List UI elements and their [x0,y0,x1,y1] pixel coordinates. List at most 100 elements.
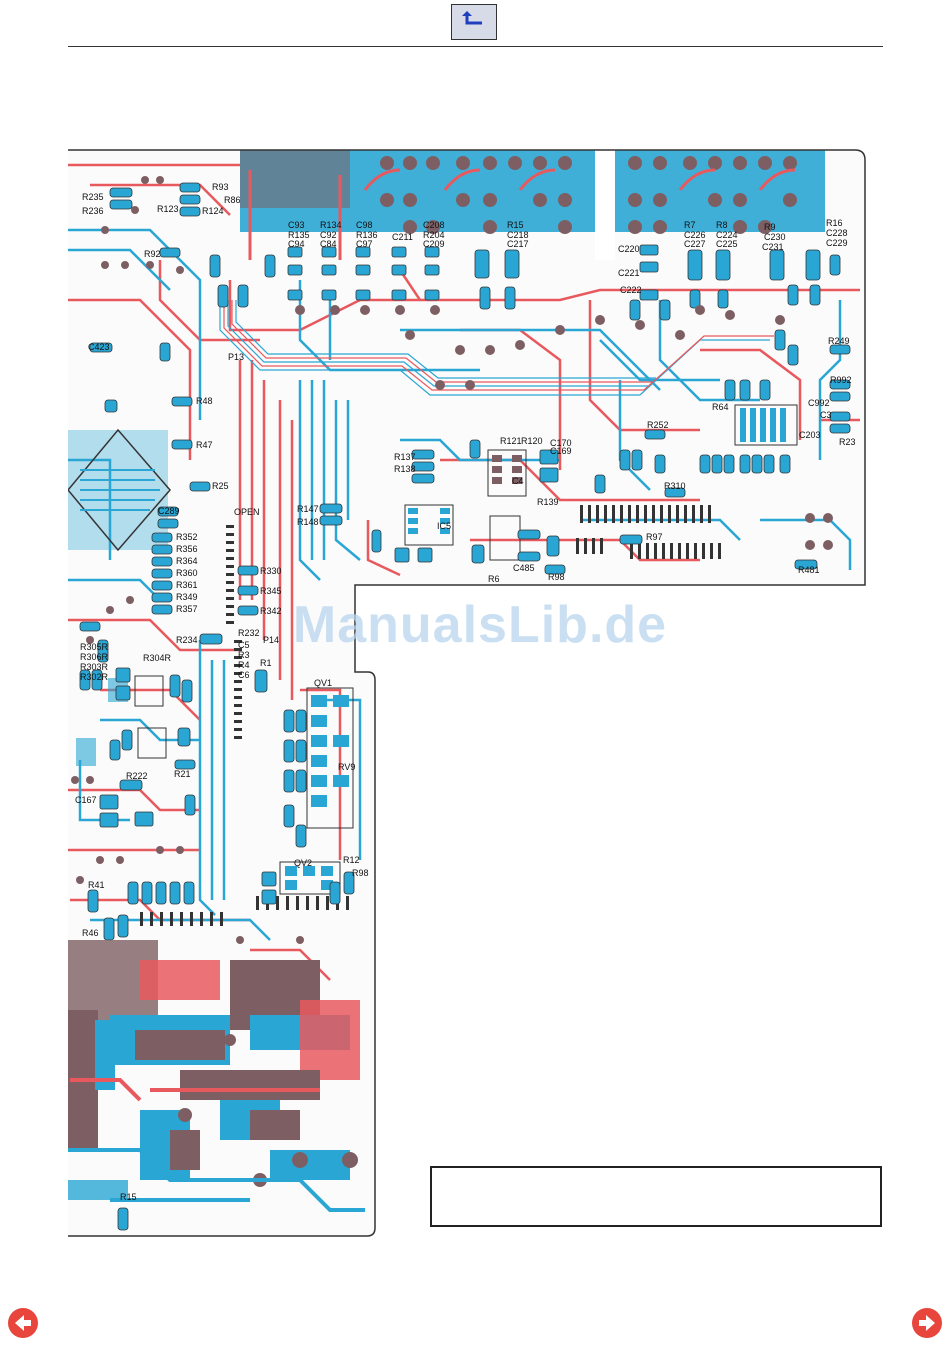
label-c289: C289 [158,506,180,516]
label-c4: C4 [512,476,524,486]
label-r992: R992 [830,375,852,385]
label-r6: R6 [488,574,500,584]
label-r360: R360 [176,568,198,578]
label-r357: R357 [176,604,198,614]
label-r93: R93 [212,182,229,192]
label-r364: R364 [176,556,198,566]
arrow-right-circle-icon [910,1308,944,1344]
label-c225: C225 [716,239,738,249]
label-c229: C229 [826,238,848,248]
label-c209: C209 [423,239,445,249]
label-r12: R12 [343,855,360,865]
label-r302r: R302R [80,672,109,682]
label-qv2: QV2 [294,858,312,868]
label-c423: C423 [88,342,110,352]
label-r148: R148 [297,517,319,527]
prev-page-button[interactable] [6,1306,40,1340]
label-r21: R21 [174,769,191,779]
caption-box [430,1166,882,1227]
label-r1: R1 [260,658,272,668]
label-c97: C97 [356,239,373,249]
label-r252: R252 [647,420,669,430]
label-r204: R204 [423,230,445,240]
label-r330: R330 [260,566,282,576]
label-rv9: RV9 [338,762,355,772]
label-c208: C208 [423,220,445,230]
label-r481: R481 [798,565,820,575]
label-r7: R7 [684,220,696,230]
label-r8: R8 [716,220,728,230]
header-rule [68,46,883,47]
label-c5: C5 [238,640,250,650]
label-r356: R356 [176,544,198,554]
next-page-button[interactable] [910,1306,944,1340]
back-button[interactable] [451,4,497,40]
label-r3: R3 [238,650,250,660]
label-r234: R234 [176,635,198,645]
label-c217: C217 [507,239,529,249]
label-r47: R47 [196,440,213,450]
label-r138: R138 [394,464,416,474]
label-r25: R25 [212,481,229,491]
label-c228: C228 [826,228,848,238]
label-r86: R86 [224,195,241,205]
label-c167: C167 [75,795,97,805]
label-c3: C3 [820,410,832,420]
watermark: ManualsLib.de [292,596,668,654]
label-r305r: R305R [80,642,109,652]
label-r236: R236 [82,206,104,216]
label-c220: C220 [618,244,640,254]
label-r135: R135 [288,230,310,240]
return-arrow-icon [461,10,487,35]
label-r98b: R98 [352,868,369,878]
label-r137: R137 [394,452,416,462]
label-r349: R349 [176,592,198,602]
label-r48: R48 [196,396,213,406]
label-c230: C230 [764,232,786,242]
label-p14: P14 [263,635,279,645]
label-r64: R64 [712,402,729,412]
label-c992: C992 [808,398,830,408]
label-c92: C92 [320,230,337,240]
label-c211: C211 [392,232,413,242]
label-c231: C231 [762,242,784,252]
label-c93: C93 [288,220,305,230]
label-r147: R147 [297,504,319,514]
label-r222: R222 [126,771,148,781]
label-r139: R139 [537,497,559,507]
arrow-left-circle-icon [6,1308,40,1344]
label-r121: R121 [500,436,522,446]
label-c227: C227 [684,239,706,249]
label-r15: R15 [507,220,524,230]
label-r345: R345 [260,586,282,596]
label-open: OPEN [234,507,260,517]
label-r232: R232 [238,628,260,638]
label-r46: R46 [82,928,99,938]
label-r303r: R303R [80,662,109,672]
label-c98: C98 [356,220,373,230]
label-r310: R310 [664,481,686,491]
label-r120: R120 [521,436,543,446]
label-c218: C218 [507,230,529,240]
label-r124: R124 [202,206,224,216]
label-c6: C6 [238,670,250,680]
label-r306r: R306R [80,652,109,662]
label-r352: R352 [176,532,198,542]
label-r361: R361 [176,580,198,590]
label-r23: R23 [839,437,856,447]
label-c485: C485 [513,563,535,573]
label-r4: R4 [238,660,250,670]
label-c169: C169 [550,446,572,456]
label-c203: C203 [799,430,821,440]
label-c170: C170 [550,438,572,448]
label-r123: R123 [157,204,179,214]
label-r134: R134 [320,220,342,230]
label-qv1: QV1 [314,678,332,688]
label-r41: R41 [88,880,105,890]
label-r136: R136 [356,230,378,240]
label-r9: R9 [764,222,776,232]
label-c226: C226 [684,230,706,240]
label-r249: R249 [828,336,850,346]
label-r92: R92 [144,249,161,259]
